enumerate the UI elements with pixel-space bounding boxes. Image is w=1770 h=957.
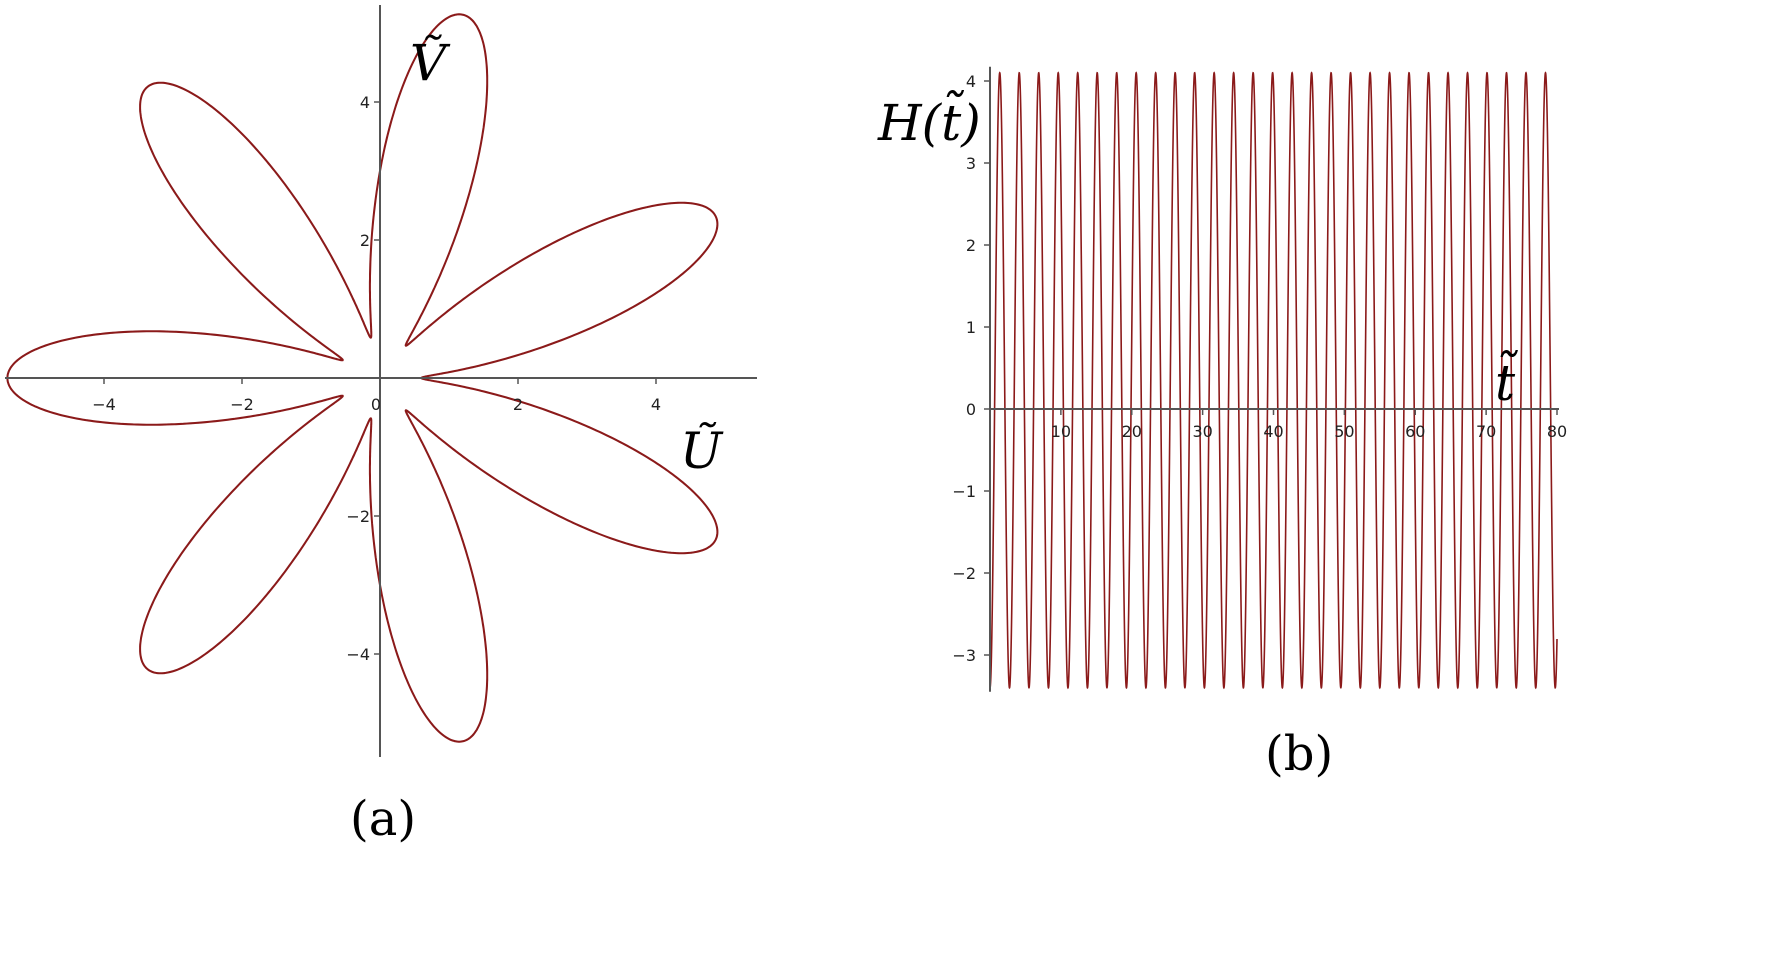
- oscillation-curve-layer: [989, 71, 1558, 690]
- panel-b-caption: (b): [1265, 726, 1333, 782]
- v-axis-label: Ṽ: [410, 33, 451, 92]
- h-curve: [989, 71, 1558, 690]
- u-tick-label: −2: [230, 395, 254, 414]
- h-tick-label: 1: [966, 318, 976, 337]
- h-tick-label: −3: [952, 646, 976, 665]
- rosette-tick-layer: −4 −2 0 2 4 −4 −2 2 4: [92, 93, 661, 664]
- t-tick-label: 50: [1334, 422, 1354, 441]
- t-tick-label: 40: [1263, 422, 1283, 441]
- v-tick-label: 2: [360, 231, 370, 250]
- panel-a-caption: (a): [350, 791, 416, 847]
- u-tick-label: 2: [513, 395, 523, 414]
- u-axis-label: Ũ: [680, 421, 724, 480]
- rosette-plot: −4 −2 0 2 4 −4 −2 2 4 Ṽ Ũ (a): [5, 5, 757, 847]
- t-axis-label: t̃: [1495, 350, 1518, 412]
- h-tick-label: −1: [952, 482, 976, 501]
- h-tick-label: 0: [966, 400, 976, 419]
- u-tick-label: 4: [651, 395, 661, 414]
- v-tick-label: 4: [360, 93, 370, 112]
- u-tick-label: −4: [92, 395, 116, 414]
- h-tick-label: 4: [966, 72, 976, 91]
- t-tick-label: 10: [1051, 422, 1071, 441]
- u-tick-label: 0: [371, 395, 381, 414]
- h-tick-label: 3: [966, 154, 976, 173]
- t-tick-label: 20: [1122, 422, 1142, 441]
- t-tick-label: 30: [1192, 422, 1212, 441]
- v-tick-label: −4: [346, 645, 370, 664]
- v-tick-label: −2: [346, 507, 370, 526]
- t-tick-label: 60: [1405, 422, 1425, 441]
- h-axis-label: H(t̃): [877, 90, 981, 152]
- oscillation-plot: −3 −2 −1 0 1 2 3 4 10 20 30 40 50 60 70 80 H(t̃) t̃ (b): [877, 66, 1567, 782]
- h-tick-label: −2: [952, 564, 976, 583]
- t-tick-label: 80: [1547, 422, 1567, 441]
- h-tick-label: 2: [966, 236, 976, 255]
- oscillation-tick-layer: −3 −2 −1 0 1 2 3 4 10 20 30 40 50 60 70 80: [952, 72, 1567, 665]
- t-tick-label: 70: [1476, 422, 1496, 441]
